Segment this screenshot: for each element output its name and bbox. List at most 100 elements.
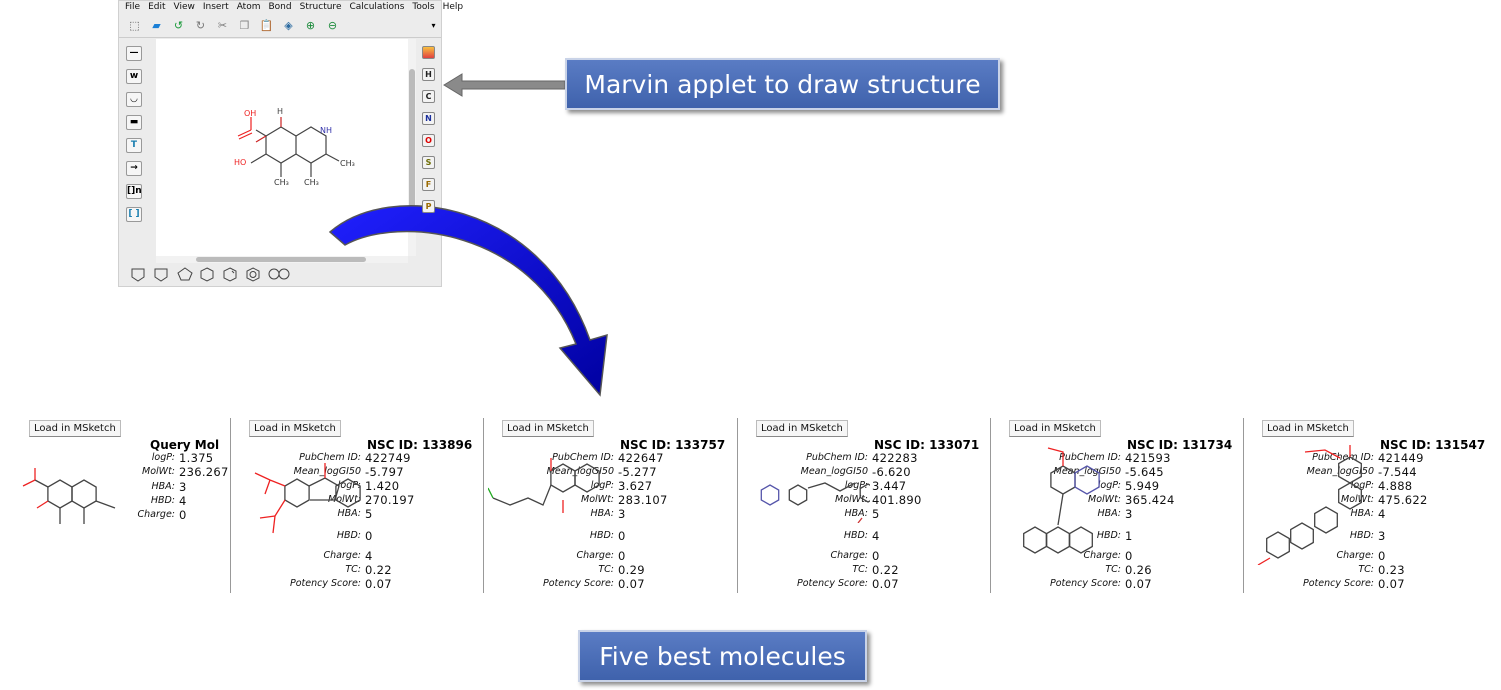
left-tool-button[interactable]: T (126, 138, 142, 153)
property-label: Potency Score: (1302, 578, 1374, 589)
property-label: Mean_logGI50 (800, 466, 868, 477)
property-value: 421449 (1378, 451, 1424, 465)
column-divider (737, 418, 738, 593)
cyclohexene-template-icon (223, 267, 237, 282)
property-label: HBA: (1350, 508, 1374, 519)
menu-edit[interactable]: Edit (148, 2, 166, 12)
property-label: PubChem ID: (806, 452, 868, 463)
pyrrole-template-icon (154, 268, 168, 282)
menu-help[interactable]: Help (442, 2, 464, 12)
load-in-msketch-button[interactable]: Load in MSketch (29, 420, 121, 437)
menu-bar: File Edit View Insert Atom Bond Structure Calcu… (119, 1, 463, 13)
property-label: MolWt: (1341, 494, 1374, 505)
menu-bond[interactable]: Bond (268, 2, 292, 12)
menu-view[interactable]: View (173, 2, 195, 12)
property-label: MolWt: (142, 466, 175, 478)
property-label: Charge: (1336, 550, 1374, 561)
nsc-133757-structure (488, 458, 600, 513)
eraser-icon[interactable]: ▰ (152, 18, 161, 32)
toolbar-overflow-icon[interactable]: ▾ (431, 20, 436, 30)
cyclohexane-template-icon (200, 267, 214, 282)
property-label: HBA: (1097, 508, 1121, 519)
property-label: MolWt: (835, 494, 868, 505)
property-value: 0 (365, 529, 373, 543)
property-label: Charge: (323, 550, 361, 561)
menu-calculations[interactable]: Calculations (349, 2, 405, 12)
redo-icon[interactable]: ↻ (195, 18, 206, 32)
property-value: 4 (179, 493, 187, 508)
element-o-button[interactable]: O (422, 134, 435, 147)
property-label: logP: (151, 452, 175, 463)
property-label: Charge: (137, 509, 175, 521)
element-n-button[interactable]: N (422, 112, 435, 125)
property-value: 4 (365, 549, 373, 563)
property-label: MolWt: (328, 494, 361, 505)
property-value: 283.107 (618, 493, 668, 507)
left-tool-button[interactable]: [ ] (126, 207, 142, 222)
property-label: logP: (1097, 480, 1121, 491)
left-tool-button[interactable]: — (126, 46, 142, 61)
property-value: -5.277 (618, 465, 657, 479)
property-label: Mean_logGI50 (546, 466, 614, 477)
property-label: HBD: (589, 530, 614, 541)
property-value: 1 (1125, 529, 1133, 543)
load-in-msketch-button[interactable]: Load in MSketch (502, 420, 594, 437)
query-mol-title: Query Mol (150, 438, 220, 452)
property-value: 0.07 (618, 577, 645, 591)
zoom-in-icon[interactable]: ⊕ (305, 18, 316, 32)
property-value: 0.07 (365, 577, 392, 591)
property-value: 3 (179, 479, 187, 494)
element-h-button[interactable]: H (422, 68, 435, 81)
horizontal-scrollbar[interactable] (156, 256, 408, 263)
property-label: TC: (598, 564, 614, 575)
menu-tools[interactable]: Tools (412, 2, 435, 12)
cut-icon[interactable]: ✂ (217, 18, 228, 32)
property-value: 422283 (872, 451, 918, 465)
left-tool-button[interactable]: w (126, 69, 142, 84)
element-s-button[interactable]: S (422, 156, 435, 169)
undo-icon[interactable]: ↺ (173, 18, 184, 32)
left-tool-button[interactable]: ▬ (126, 115, 142, 130)
atom-label: NH (320, 126, 332, 135)
atom-label: CH₃ (340, 159, 355, 168)
property-value: 422647 (618, 451, 664, 465)
property-label: Mean_logGI50 (1306, 466, 1374, 477)
property-label: Potency Score: (542, 578, 614, 589)
menu-atom[interactable]: Atom (236, 2, 261, 12)
paste-icon[interactable]: 📋 (259, 18, 274, 32)
gray-arrow-icon (443, 73, 566, 97)
load-in-msketch-button[interactable]: Load in MSketch (756, 420, 848, 437)
property-value: 3 (1125, 507, 1133, 521)
property-value: 401.890 (872, 493, 922, 507)
zoom-out-icon[interactable]: ⊖ (327, 18, 338, 32)
element-p-button[interactable]: P (422, 200, 435, 213)
property-label: Potency Score: (1049, 578, 1121, 589)
left-tool-button[interactable]: ◡ (126, 92, 142, 107)
column-divider (990, 418, 991, 593)
element-c-button[interactable]: C (422, 90, 435, 103)
left-tool-button[interactable]: → (126, 161, 142, 176)
select-icon[interactable]: ⬚ (129, 18, 140, 32)
nsc-133071-structure (760, 482, 870, 523)
property-value: 421593 (1125, 451, 1171, 465)
clean-icon[interactable]: ◈ (284, 18, 293, 32)
copy-icon[interactable]: ❐ (239, 18, 250, 32)
menu-structure[interactable]: Structure (299, 2, 342, 12)
menu-file[interactable]: File (125, 2, 141, 12)
property-label: PubChem ID: (1059, 452, 1121, 463)
property-label: logP: (844, 480, 868, 491)
periodic-table-icon[interactable] (422, 46, 435, 59)
load-in-msketch-button[interactable]: Load in MSketch (249, 420, 341, 437)
property-label: Charge: (576, 550, 614, 561)
left-tool-button[interactable]: []n (126, 184, 142, 199)
load-in-msketch-button[interactable]: Load in MSketch (1262, 420, 1354, 437)
menu-insert[interactable]: Insert (202, 2, 229, 12)
property-label: HBA: (337, 508, 361, 519)
element-f-button[interactable]: F (422, 178, 435, 191)
load-in-msketch-button[interactable]: Load in MSketch (1009, 420, 1101, 437)
vertical-scrollbar[interactable] (408, 39, 416, 256)
five-best-callout: Five best molecules (578, 630, 867, 682)
property-value: 4.888 (1378, 479, 1413, 493)
pentagon-template-icon (177, 267, 193, 281)
